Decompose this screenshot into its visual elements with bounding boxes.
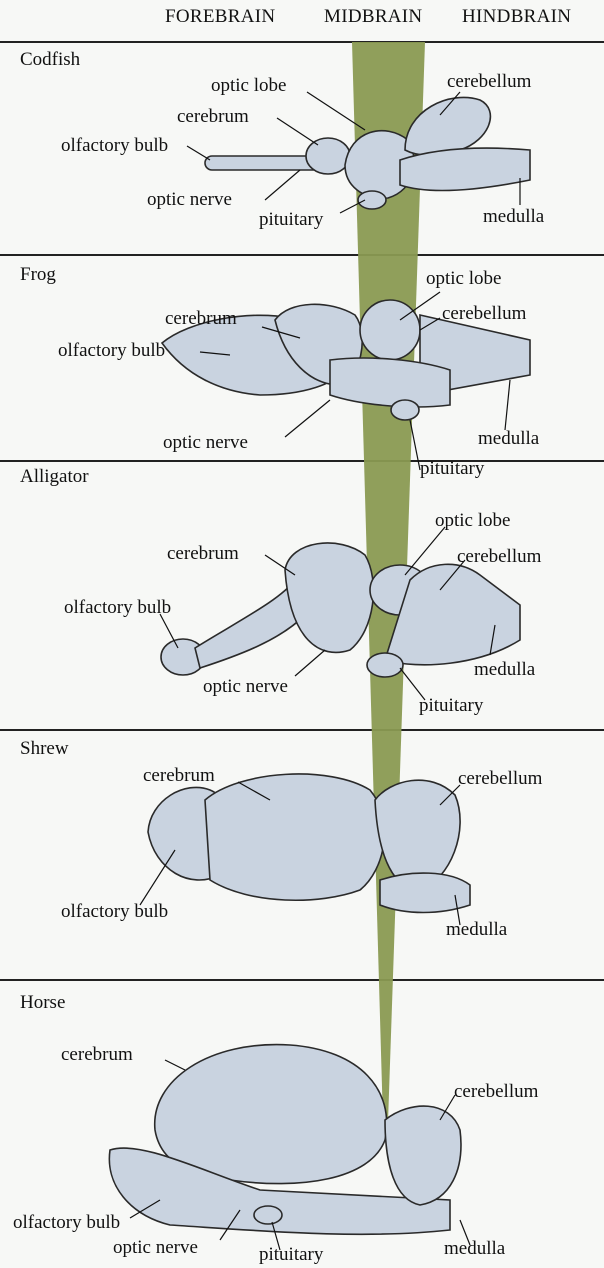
label-olfactory-bulb: olfactory bulb <box>61 135 168 157</box>
animal-name-alligator: Alligator <box>20 466 89 488</box>
label-optic-lobe: optic lobe <box>211 75 286 97</box>
label-pituitary: pituitary <box>420 458 484 480</box>
label-cerebellum: cerebellum <box>442 303 526 325</box>
label-cerebellum: cerebellum <box>457 546 541 568</box>
animal-name-shrew: Shrew <box>20 738 69 760</box>
label-optic-lobe: optic lobe <box>426 268 501 290</box>
label-medulla: medulla <box>444 1238 505 1260</box>
label-cerebrum: cerebrum <box>61 1044 133 1066</box>
label-optic-lobe: optic lobe <box>435 510 510 532</box>
animal-name-codfish: Codfish <box>20 49 80 71</box>
label-medulla: medulla <box>483 206 544 228</box>
animal-name-frog: Frog <box>20 264 56 286</box>
label-pituitary: pituitary <box>419 695 483 717</box>
label-cerebrum: cerebrum <box>177 106 249 128</box>
label-medulla: medulla <box>474 659 535 681</box>
label-cerebrum: cerebrum <box>165 308 237 330</box>
label-cerebrum: cerebrum <box>143 765 215 787</box>
label-medulla: medulla <box>478 428 539 450</box>
label-pituitary: pituitary <box>259 1244 323 1266</box>
label-optic-nerve: optic nerve <box>163 432 248 454</box>
label-olfactory-bulb: olfactory bulb <box>13 1212 120 1234</box>
label-optic-nerve: optic nerve <box>113 1237 198 1259</box>
label-pituitary: pituitary <box>259 209 323 231</box>
animal-name-horse: Horse <box>20 992 65 1014</box>
label-olfactory-bulb: olfactory bulb <box>64 597 171 619</box>
label-optic-nerve: optic nerve <box>147 189 232 211</box>
label-cerebellum: cerebellum <box>458 768 542 790</box>
label-olfactory-bulb: olfactory bulb <box>61 901 168 923</box>
label-medulla: medulla <box>446 919 507 941</box>
label-cerebellum: cerebellum <box>454 1081 538 1103</box>
label-optic-nerve: optic nerve <box>203 676 288 698</box>
label-olfactory-bulb: olfactory bulb <box>58 340 165 362</box>
label-cerebellum: cerebellum <box>447 71 531 93</box>
label-cerebrum: cerebrum <box>167 543 239 565</box>
horse-brain <box>109 1045 461 1235</box>
shrew-brain <box>148 774 470 913</box>
